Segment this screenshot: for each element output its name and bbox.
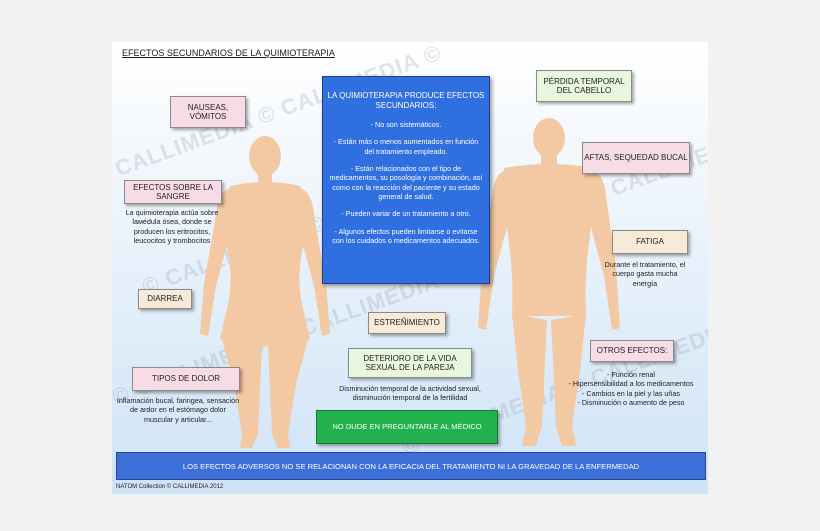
main-point: - No son sistemáticos. [370,119,442,129]
footer-banner: LOS EFECTOS ADVERSOS NO SE RELACIONAN CO… [116,452,706,480]
sexual-description: Disminución temporal de la actividad sex… [339,384,481,403]
label-otros: OTROS EFECTOS: [590,340,674,362]
otros-list: - Función renal - Hipersensibilidad a lo… [564,370,698,407]
male-silhouette [478,118,620,446]
main-point: - Pueden variar de un tratamiento a otro… [341,209,471,219]
dolor-description: Inflamación bucal, faringea, sensación d… [116,396,240,424]
otros-item: - Hipersensibilidad a los medicamentos [568,379,694,389]
otros-item: - Cambios en la piel y las uñas [582,388,680,398]
label-cabello: PÉRDIDA TEMPORAL DEL CABELLO [536,70,632,102]
otros-item: - Disminución o aumento de peso [577,398,685,408]
label-aftas: AFTAS, SEQUEDAD BUCAL [582,142,690,174]
label-sexual: DETERIORO DE LA VIDA SEXUAL DE LA PAREJA [348,348,472,378]
main-heading: LA QUIMIOTERAPIA PRODUCE EFECTOS SECUNDA… [327,91,485,111]
otros-item: - Función renal [607,370,655,379]
female-silhouette [200,136,330,448]
chemo-poster: © CALLIMEDIA © CALLIMEDIA © © CALLIMEDIA… [112,42,708,494]
label-dolor: TIPOS DE DOLOR [132,367,240,391]
sangre-description: La quimioterapia actúa sobre laмédula ós… [125,208,219,246]
fatiga-description: Durante el tratamiento, el cuerpo gasta … [604,260,686,288]
main-point: - Están más o menos aumentados en funció… [333,137,479,156]
label-diarrea: DIARREA [138,289,192,309]
main-info-box: LA QUIMIOTERAPIA PRODUCE EFECTOS SECUNDA… [322,76,490,284]
main-point: - Están relacionados con el tipo de medi… [329,163,483,201]
ask-doctor-banner: NO DUDE EN PREGUNTARLE AL MÉDICO [316,410,498,444]
label-nauseas: NAUSEAS, VÓMITOS [170,96,246,128]
main-point: - Algunos efectos pueden limitarse o evi… [332,226,480,246]
label-sangre: EFECTOS SOBRE LA SANGRE [124,180,222,204]
credit-text: NATOM Collection © CALLIMEDIA 2012 [116,484,224,490]
label-fatiga: FATIGA [612,230,688,254]
poster-title: EFECTOS SECUNDARIOS DE LA QUIMIOTERAPIA [122,48,335,58]
label-estrenimiento: ESTREÑIMIENTO [368,312,446,334]
